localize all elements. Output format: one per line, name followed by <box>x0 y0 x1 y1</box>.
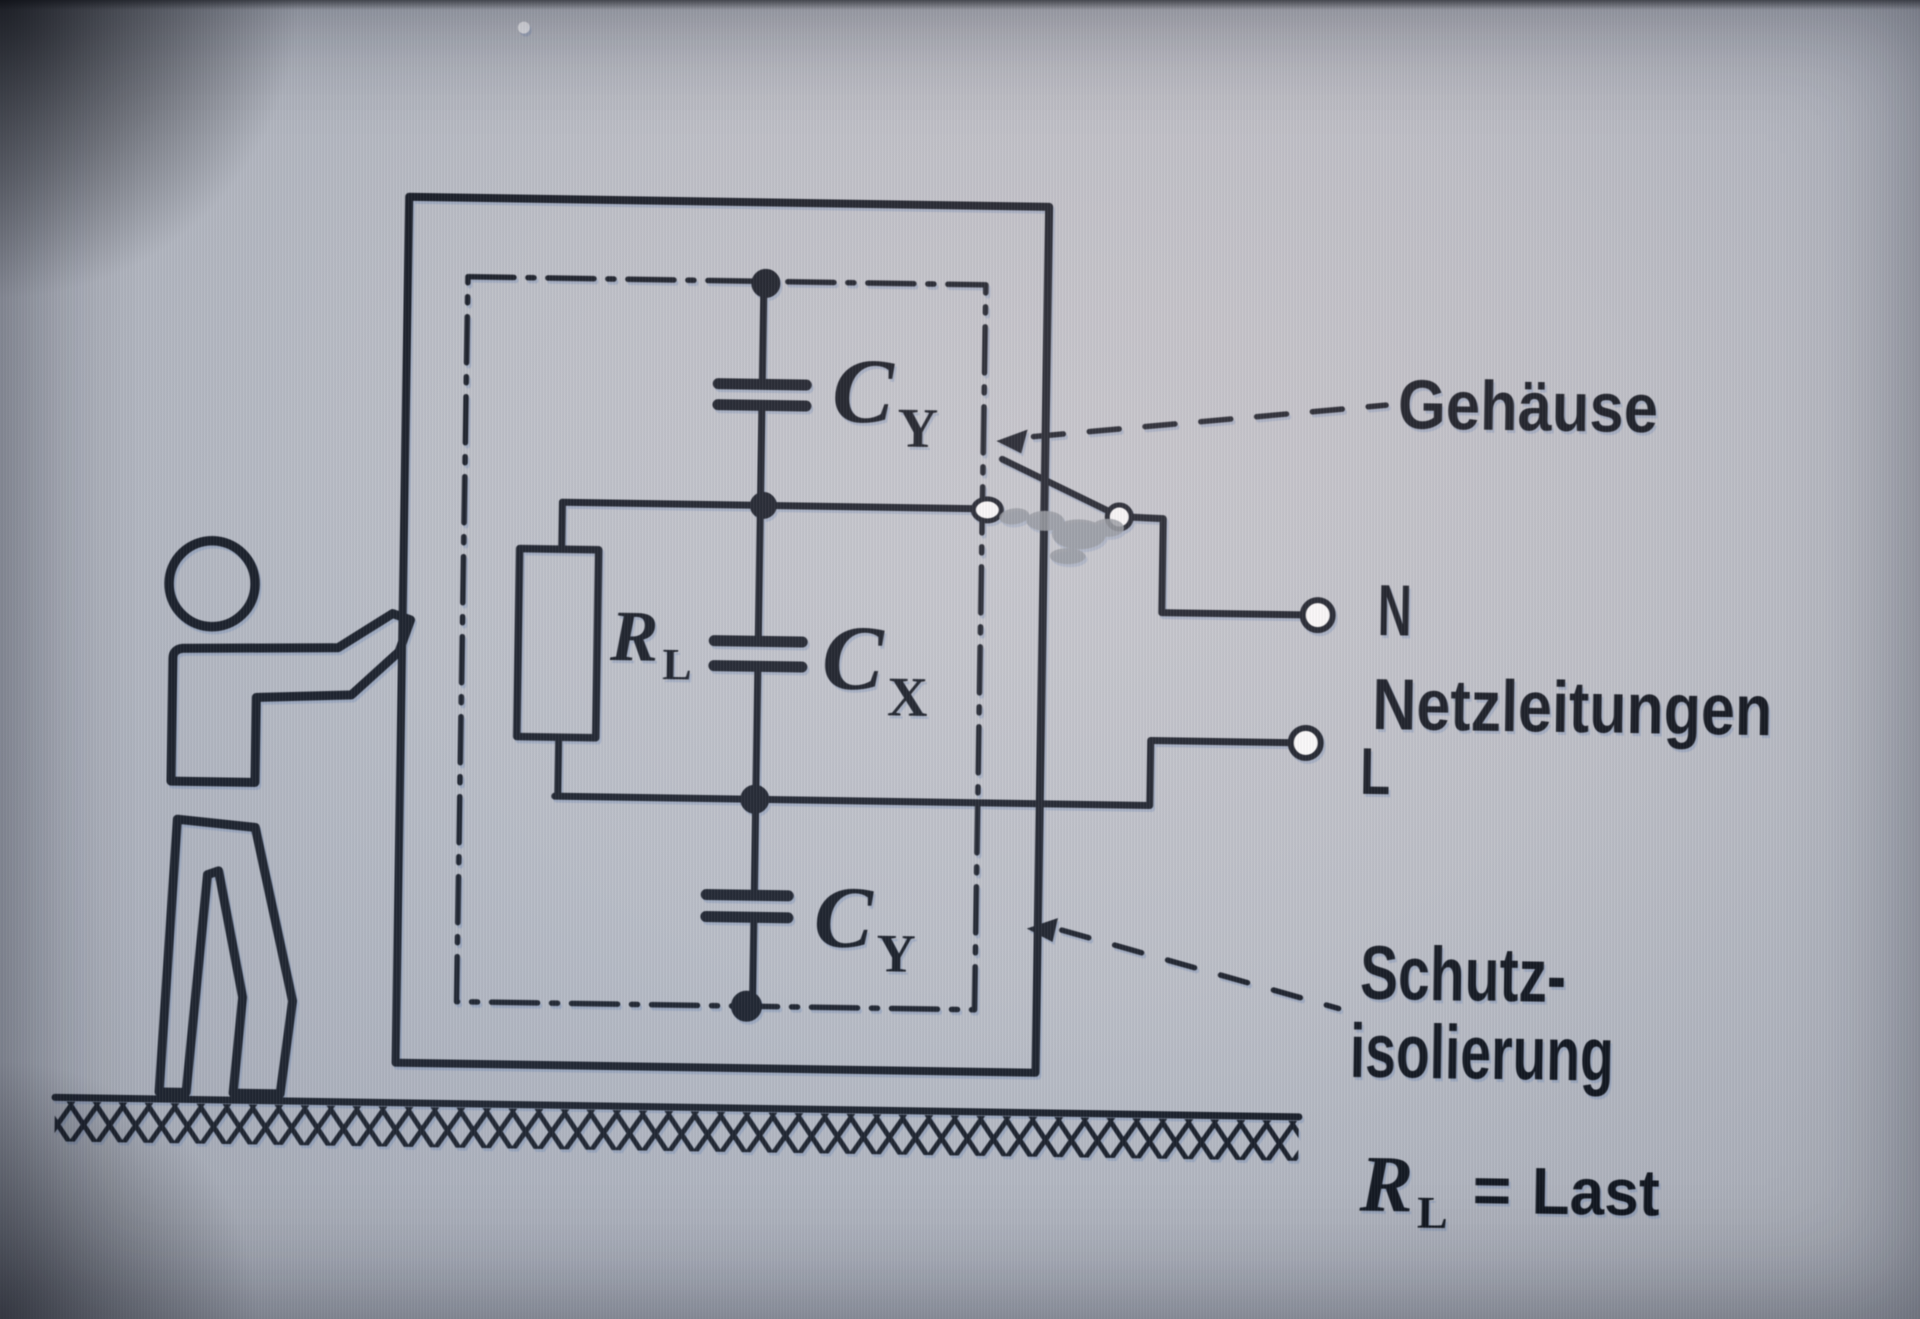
label-rl: R L <box>608 596 692 689</box>
ground-hatching <box>54 1101 1299 1161</box>
person-legs <box>154 814 298 1099</box>
node-top-rail <box>749 491 777 519</box>
glare-speck <box>517 21 530 34</box>
person-icon <box>154 535 416 1099</box>
label-schutz: Schutz- <box>1359 931 1566 1019</box>
terminal-l <box>1287 724 1324 761</box>
label-netzleitungen: Netzleitungen <box>1372 665 1773 751</box>
center-conductor <box>749 279 768 1008</box>
bottom-rail-and-l-wire <box>551 736 1294 809</box>
label-legend-rl-last: R L = Last <box>1358 1141 1660 1242</box>
label-gehaeuse: Gehäuse <box>1397 365 1658 447</box>
label-l-terminal: L <box>1360 734 1391 808</box>
label-n-terminal: N <box>1377 571 1412 652</box>
person-torso-arm <box>166 609 416 787</box>
person-head <box>164 535 260 632</box>
load-branch-wire <box>554 498 566 800</box>
node-bottom-rail <box>740 784 770 814</box>
capacitor-cy-bottom <box>700 889 794 924</box>
node-bottom <box>731 990 763 1022</box>
terminal-n <box>1299 597 1336 634</box>
smudge-artifact <box>999 508 1125 565</box>
enclosure-pointer-line <box>1030 402 1389 440</box>
switch-contact-left <box>970 496 1004 524</box>
resistor-load-box <box>512 544 603 742</box>
capacitor-cx <box>708 635 808 673</box>
protective-insulation-boundary <box>453 273 989 1013</box>
n-wire <box>1128 513 1306 619</box>
enclosure-pointer-arrow-icon <box>996 429 1028 454</box>
label-cx: C X <box>821 606 929 729</box>
label-cy-bottom: C Y <box>813 869 917 984</box>
capacitor-cy-top <box>712 378 812 412</box>
switch-lever <box>998 455 1118 518</box>
insulation-pointer-arrow-icon <box>1026 918 1058 942</box>
label-isolierung: isolierung <box>1349 1009 1614 1098</box>
insulation-pointer-line <box>1058 927 1342 1012</box>
node-top <box>751 268 781 298</box>
enclosure-box <box>391 192 1054 1077</box>
label-cy-top: C Y <box>831 339 939 460</box>
